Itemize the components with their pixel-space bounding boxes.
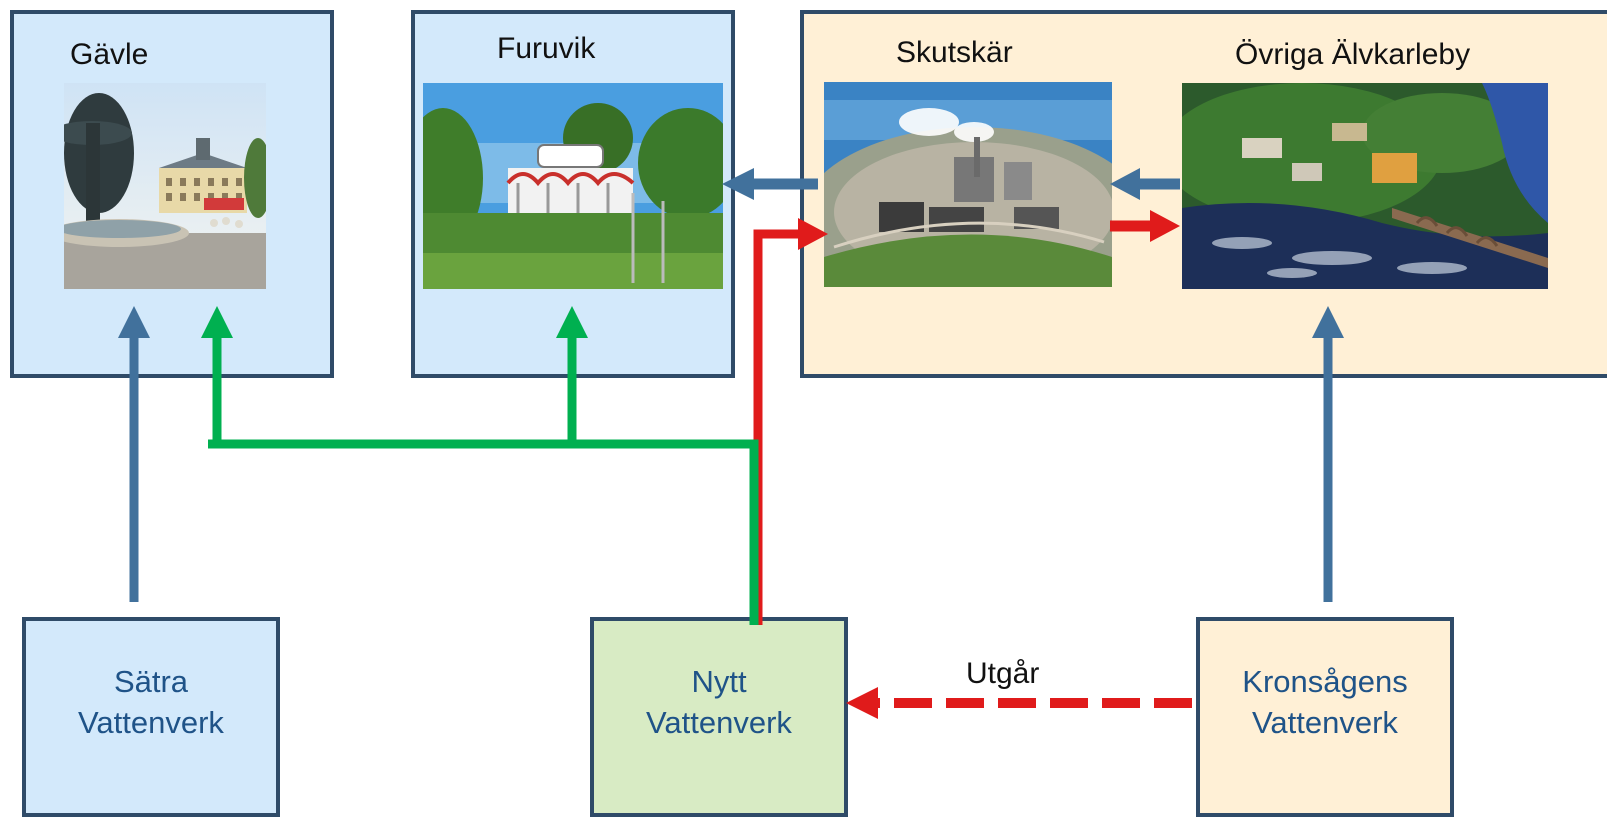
- skutskar-to-furuvik-arrowhead: [722, 168, 754, 200]
- nytt-to-furuvik-arrowhead: [556, 306, 588, 338]
- furuvik-label: Furuvik: [497, 32, 596, 65]
- nytt-vattenverk-box: Nytt Vattenverk: [590, 617, 848, 817]
- ovriga-alvkarleby-photo: [1182, 83, 1548, 289]
- kronsagens-line1: Kronsågens: [1242, 664, 1408, 699]
- nytt-to-skutskar-line: [753, 229, 802, 625]
- furuvik-photo: [423, 83, 723, 289]
- utgar-label: Utgår: [966, 657, 1040, 690]
- kronsagen-to-nytt-arrowhead: [846, 687, 878, 719]
- skutskar-label: Skutskär: [896, 36, 1013, 69]
- ovriga-alvkarleby-label: Övriga Älvkarleby: [1235, 38, 1471, 71]
- ovriga-to-skutskar-arrowhead: [1110, 168, 1140, 200]
- skutskar-photo: [824, 82, 1112, 287]
- skutskar-to-ovriga-arrowhead: [1150, 210, 1180, 242]
- satra-to-gavle-arrowhead: [118, 306, 150, 338]
- nytt-to-gavle-arrowhead: [201, 306, 233, 338]
- nytt-line2: Vattenverk: [646, 705, 792, 740]
- nytt-line1: Nytt: [691, 664, 747, 699]
- satra-line2: Vattenverk: [78, 705, 224, 740]
- satra-line1: Sätra: [113, 664, 189, 699]
- kronsagens-line2: Vattenverk: [1252, 705, 1398, 740]
- gavle-photo: [64, 83, 266, 289]
- nytt-to-skutskar-arrowhead: [798, 218, 828, 250]
- kronsagen-to-ovriga-arrowhead: [1312, 306, 1344, 338]
- gavle-label: Gävle: [70, 38, 149, 71]
- nytt-supply-trunk: [208, 439, 759, 625]
